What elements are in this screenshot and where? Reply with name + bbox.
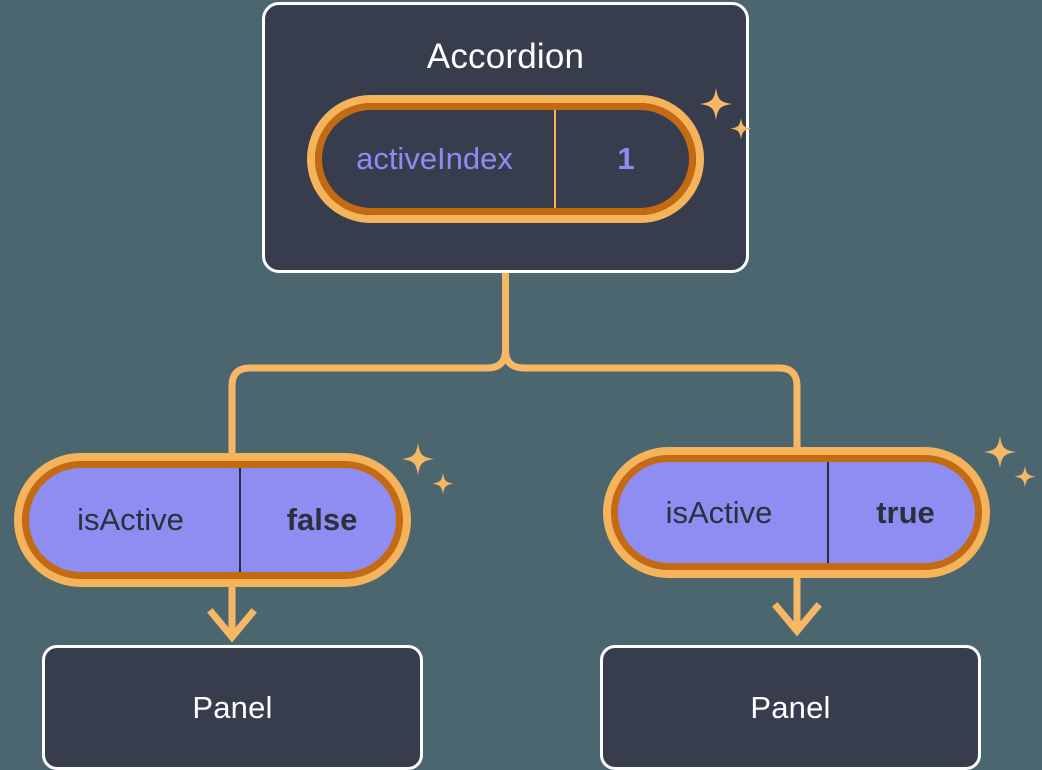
pill-body: isActive true bbox=[603, 447, 990, 578]
accordion-title: Accordion bbox=[426, 37, 585, 76]
state-pill-is-active-false[interactable]: isActive false bbox=[14, 453, 411, 587]
panel-component-card-left[interactable]: Panel bbox=[42, 645, 423, 770]
panel-component-card-right[interactable]: Panel bbox=[600, 645, 981, 770]
pill-key-label: isActive bbox=[665, 494, 773, 530]
pill-value-label: false bbox=[239, 461, 403, 579]
arrowhead-left-icon bbox=[207, 608, 257, 643]
state-pill-active-index[interactable]: activeIndex 1 bbox=[307, 95, 704, 223]
connector-to-left bbox=[228, 349, 509, 453]
connector-to-right bbox=[502, 349, 801, 447]
arrowhead-right-icon bbox=[772, 602, 822, 637]
pill-value-label: true bbox=[827, 455, 982, 570]
pill-body: activeIndex 1 bbox=[307, 95, 704, 223]
panel-title: Panel bbox=[192, 690, 273, 725]
state-pill-is-active-true[interactable]: isActive true bbox=[603, 447, 990, 578]
pill-body: isActive false bbox=[14, 453, 411, 587]
pill-value-label: 1 bbox=[554, 103, 696, 215]
pill-key-label: isActive bbox=[77, 502, 184, 537]
pill-key-label: activeIndex bbox=[356, 141, 513, 176]
panel-title: Panel bbox=[750, 690, 831, 725]
